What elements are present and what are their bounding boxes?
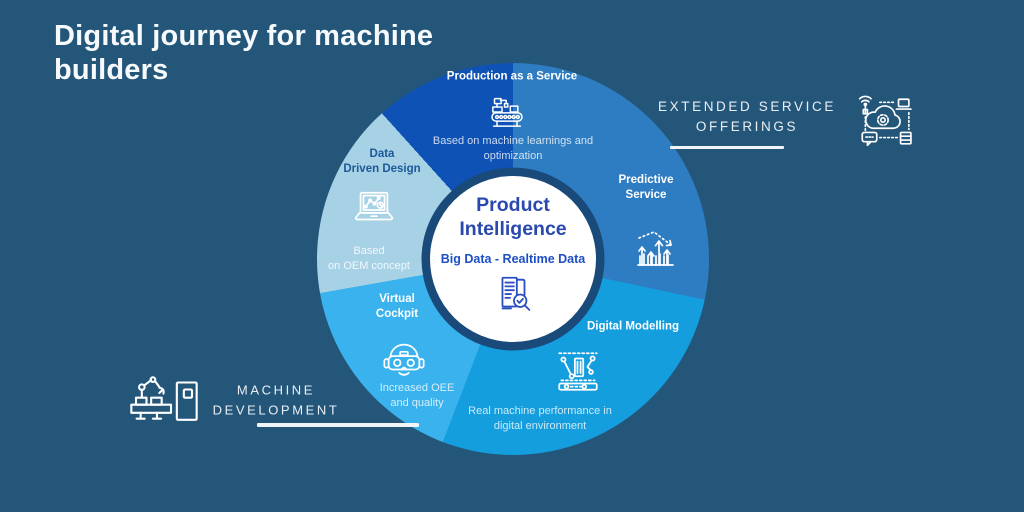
segment-label-production-as-a-service: Production as a Service bbox=[446, 70, 578, 83]
predictive-chart-icon bbox=[637, 231, 674, 266]
vr-headset-icon bbox=[383, 343, 425, 376]
callout-extended-service-offerings: EXTENDED SERVICE OFFERINGS bbox=[658, 98, 836, 134]
hub-title: Product Intelligence bbox=[459, 194, 567, 241]
product-intelligence-hub: Product Intelligence Big Data - Realtime… bbox=[430, 176, 596, 342]
segment-label-predictive-service: Predictive Service bbox=[618, 174, 674, 201]
iot-cloud-icon bbox=[858, 95, 912, 147]
segment-label-data-driven-design: Data Driven Design bbox=[343, 148, 421, 175]
segment-desc-digital-modelling: Real machine performance in digital envi… bbox=[468, 405, 612, 432]
document-check-magnifier-icon bbox=[501, 277, 531, 312]
page-title: Digital journey for machine builders bbox=[54, 20, 434, 86]
segment-desc-virtual-cockpit: Increased OEE and quality bbox=[379, 382, 455, 409]
machine-development-underline bbox=[257, 423, 419, 427]
segment-desc-data-driven-design: Based on OEM concept bbox=[328, 245, 410, 272]
segment-label-virtual-cockpit: Virtual Cockpit bbox=[375, 293, 419, 320]
machine-schematic-icon bbox=[558, 352, 598, 391]
conveyor-robot-icon bbox=[491, 97, 523, 127]
laptop-analytics-icon bbox=[354, 191, 394, 221]
extended-service-underline bbox=[670, 146, 784, 149]
callout-machine-development: MACHINE DEVELOPMENT bbox=[212, 382, 340, 418]
segment-desc-production: Based on machine learnings and optimizat… bbox=[432, 135, 594, 162]
segment-label-digital-modelling: Digital Modelling bbox=[587, 320, 679, 333]
hub-subtitle: Big Data - Realtime Data bbox=[440, 252, 586, 267]
robot-arm-machine-icon bbox=[130, 376, 198, 421]
